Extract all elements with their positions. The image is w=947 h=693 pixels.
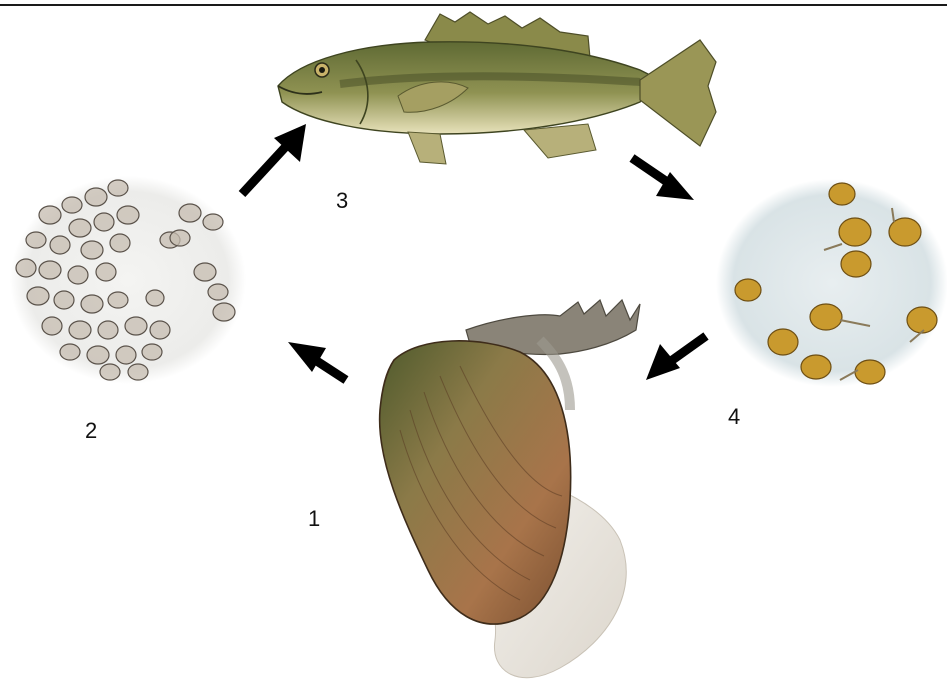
stage-label-3: 3 <box>336 188 348 214</box>
bass-fish <box>278 12 716 164</box>
stage-label-1: 1 <box>308 506 320 532</box>
tail-fin <box>640 40 716 146</box>
arrow-3-to-4 <box>632 158 694 200</box>
arrow-2-to-3 <box>242 124 306 194</box>
glochidia-circle <box>10 176 246 384</box>
anal-fin <box>524 124 596 158</box>
pelvic-fin <box>408 132 446 164</box>
juveniles-circle <box>716 179 947 387</box>
fish-pupil <box>319 67 325 73</box>
fish-body <box>278 42 660 134</box>
stage-label-2: 2 <box>85 418 97 444</box>
adult-mussel <box>380 300 640 678</box>
arrow-1-to-2 <box>288 342 346 380</box>
mussel-shell <box>380 341 571 624</box>
arrow-4-to-1 <box>646 336 706 380</box>
stage-label-4: 4 <box>728 404 740 430</box>
